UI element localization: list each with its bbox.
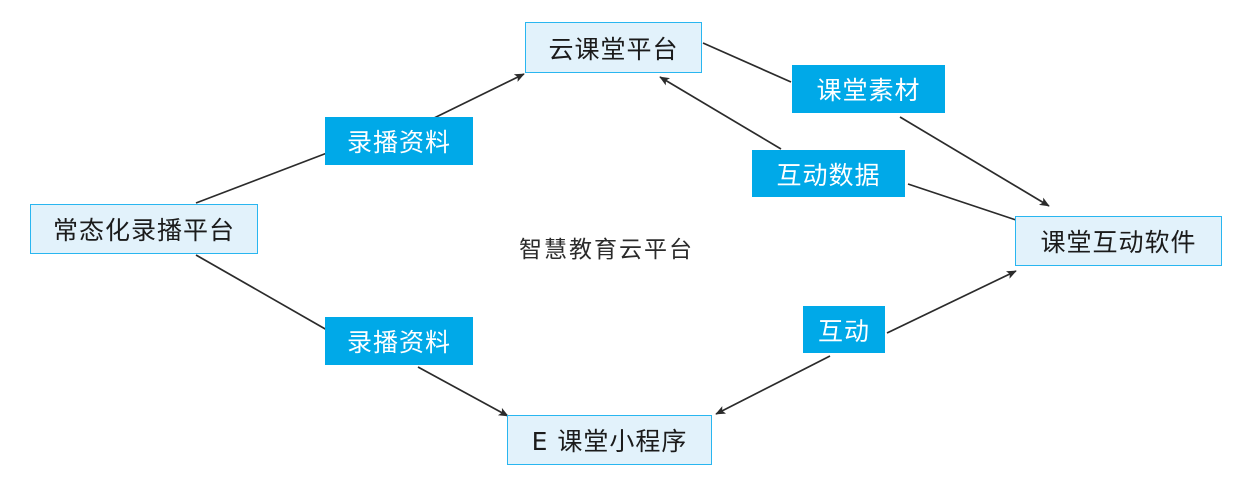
node-e-classroom-miniprogram-label: E 课堂小程序 bbox=[531, 427, 688, 456]
node-classroom-interaction-software[interactable]: 课堂互动软件 bbox=[1015, 216, 1222, 266]
edge-recording-to-cloud-seg1 bbox=[195, 152, 328, 204]
edge-label-interaction-text: 互动 bbox=[817, 316, 870, 346]
edge-cloud-to-software-seg2 bbox=[899, 116, 1050, 207]
node-cloud-classroom-label: 云课堂平台 bbox=[548, 34, 679, 64]
edge-interaction-to-miniprogram bbox=[715, 355, 831, 415]
edge-label-recorded-material-top[interactable]: 录播资料 bbox=[325, 117, 473, 165]
edge-label-interaction-data[interactable]: 互动数据 bbox=[752, 150, 905, 197]
edge-recording-to-cloud-seg2 bbox=[429, 73, 525, 121]
edge-label-interaction[interactable]: 互动 bbox=[803, 306, 885, 353]
node-recording-platform-label: 常态化录播平台 bbox=[52, 216, 235, 245]
edge-cloud-to-software-seg1 bbox=[702, 42, 792, 83]
edge-recording-to-miniprogram-seg2 bbox=[417, 366, 509, 417]
node-classroom-interaction-software-label: 课堂互动软件 bbox=[1040, 228, 1197, 257]
edge-software-to-cloud-seg2 bbox=[659, 76, 782, 150]
edge-label-recorded-material-bottom-text: 录播资料 bbox=[346, 328, 451, 357]
edge-label-recorded-material-top-text: 录播资料 bbox=[346, 128, 451, 157]
edge-label-classroom-material[interactable]: 课堂素材 bbox=[792, 65, 945, 113]
edge-software-to-cloud-seg1 bbox=[907, 183, 1017, 221]
edge-interaction-to-software bbox=[886, 270, 1017, 334]
edge-label-interaction-data-text: 互动数据 bbox=[776, 160, 881, 190]
node-recording-platform[interactable]: 常态化录播平台 bbox=[30, 204, 258, 254]
edge-recording-to-miniprogram-seg1 bbox=[195, 254, 328, 331]
diagram-center-caption: 智慧教育云平台 bbox=[519, 237, 694, 263]
node-cloud-classroom[interactable]: 云课堂平台 bbox=[525, 22, 702, 73]
edge-label-recorded-material-bottom[interactable]: 录播资料 bbox=[325, 317, 473, 365]
node-e-classroom-miniprogram[interactable]: E 课堂小程序 bbox=[507, 415, 712, 465]
edge-label-classroom-material-text: 课堂素材 bbox=[816, 76, 921, 105]
